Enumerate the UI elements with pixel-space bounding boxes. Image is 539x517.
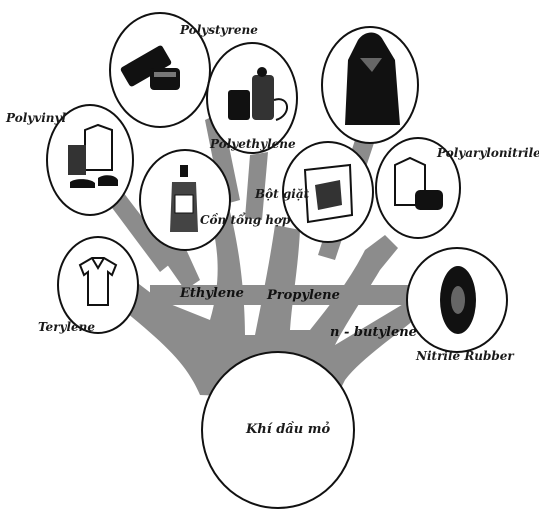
branch-label-propylene: Propylene bbox=[267, 288, 340, 303]
root-circle bbox=[201, 351, 355, 509]
bottle-icon bbox=[170, 165, 198, 232]
branch-label-butylene: n - butylene bbox=[330, 325, 417, 340]
plastic-containers-icon bbox=[228, 67, 288, 121]
root-label: Khí dầu mỏ bbox=[246, 422, 331, 437]
tire-icon bbox=[440, 266, 476, 334]
circle-terylene bbox=[57, 236, 139, 334]
product-label-con: Cồn tổng hợp bbox=[200, 213, 291, 227]
luggage-icon bbox=[120, 45, 180, 90]
product-label-polyvinyl: Polyvinyl bbox=[6, 111, 67, 125]
product-label-polyethylene: Polyethylene bbox=[210, 137, 296, 151]
clothes-shoes-icon bbox=[68, 123, 118, 188]
product-label-botgiat: Bột giặt bbox=[255, 187, 310, 201]
branch-bar bbox=[150, 285, 420, 305]
jacket-bag-icon bbox=[394, 156, 443, 210]
raincoat-icon bbox=[345, 32, 400, 125]
branch-label-ethylene: Ethylene bbox=[180, 286, 244, 301]
shirt-icon bbox=[78, 257, 118, 306]
product-label-polystyrene: Polystyrene bbox=[180, 23, 258, 37]
product-label-terylene: Terylene bbox=[38, 320, 96, 334]
product-label-nitrile: Nitrile Rubber bbox=[416, 349, 514, 363]
detergent-box-icon bbox=[303, 163, 354, 224]
product-label-polyacrylonitrile: Polyarylonitrile bbox=[437, 146, 539, 160]
